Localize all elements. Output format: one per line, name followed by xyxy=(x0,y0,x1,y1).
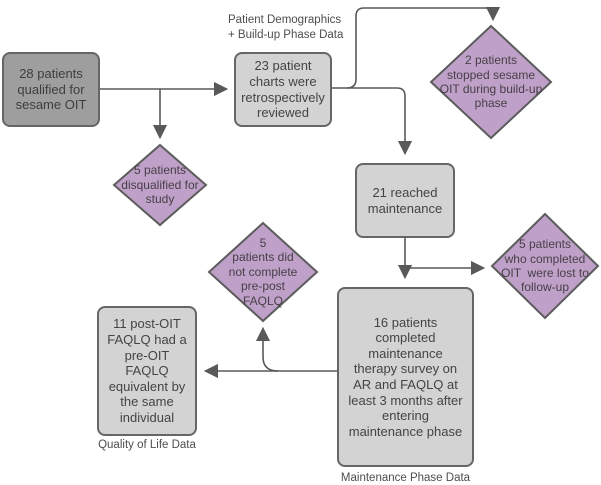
stopped-buildup-diamond: 2 patients stopped sesame OIT during bui… xyxy=(429,24,553,140)
disqualified-diamond: 5 patients disqualified for study xyxy=(112,143,208,227)
connector-charts-to-maintenance xyxy=(332,87,413,156)
no-faqlq-text: 5 patients did not complete pre-post FAQ… xyxy=(228,236,298,308)
survey-completed-box: 16 patients completed maintenance therap… xyxy=(337,287,474,467)
connector-charts-to-stopped-buildup xyxy=(346,6,501,89)
no-faqlq-diamond: 5 patients did not complete pre-post FAQ… xyxy=(207,221,319,323)
charts-reviewed-text: 23 patient charts were retrospectively r… xyxy=(241,58,325,121)
pre-post-equivalent-text: 11 post-OIT FAQLQ had a pre-OIT FAQLQ eq… xyxy=(107,316,187,425)
reached-maintenance-text: 21 reached maintenance xyxy=(367,184,443,216)
charts-reviewed-box: 23 patient charts were retrospectively r… xyxy=(234,52,332,127)
qualified-patients-text: 28 patients qualified for sesame OIT xyxy=(15,66,87,113)
maintenance-phase-data-label: Maintenance Phase Data xyxy=(340,472,471,484)
stopped-buildup-text: 2 patients stopped sesame OIT during bui… xyxy=(439,53,543,111)
connector-survey-to-no-faqlq xyxy=(255,326,279,372)
lost-followup-diamond: 5 patients who completed OIT were lost t… xyxy=(490,212,600,320)
quality-of-life-data-label: Quality of Life Data xyxy=(98,439,196,451)
disqualified-text: 5 patients disqualified for study xyxy=(121,163,199,207)
pre-post-equivalent-box: 11 post-OIT FAQLQ had a pre-OIT FAQLQ eq… xyxy=(97,306,197,436)
diamond-shape xyxy=(490,212,600,320)
diamond-shape xyxy=(207,221,319,323)
survey-completed-text: 16 patients completed maintenance therap… xyxy=(348,314,463,439)
diamond-shape xyxy=(429,24,553,140)
lost-followup-text: 5 patients who completed OIT were lost t… xyxy=(501,237,589,295)
qualified-patients-box: 28 patients qualified for sesame OIT xyxy=(2,52,100,127)
reached-maintenance-box: 21 reached maintenance xyxy=(355,163,455,238)
build-up-phase-data-label: Patient Demographics + Build-up Phase Da… xyxy=(228,14,344,41)
diamond-shape xyxy=(112,143,208,227)
